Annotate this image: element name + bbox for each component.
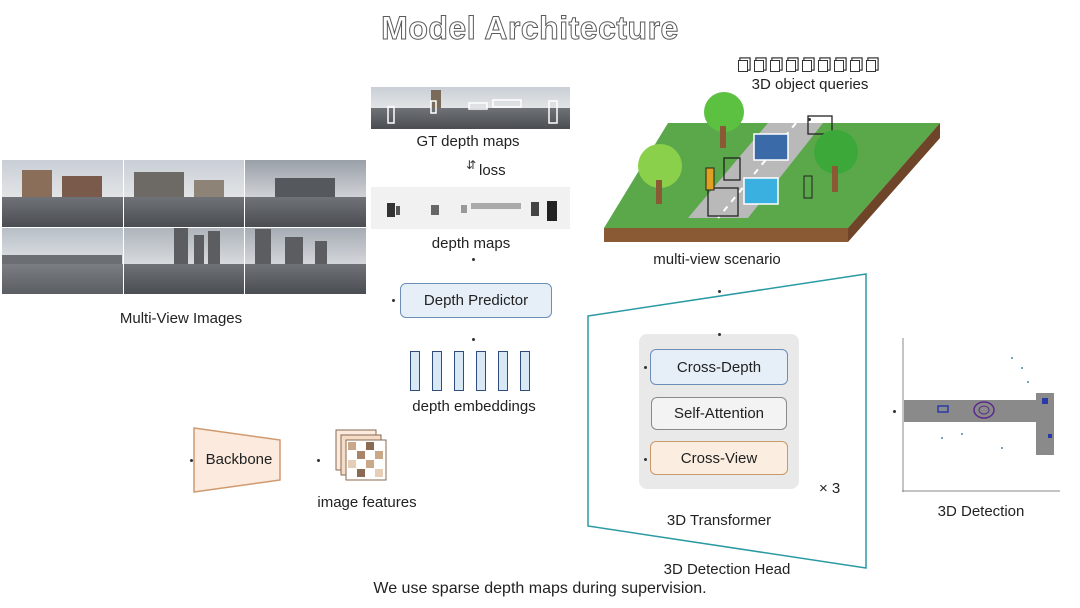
repeat-count-label: × 3 (819, 480, 841, 497)
connector-dot (644, 366, 647, 369)
cube-icon (786, 60, 796, 72)
cube-icon (770, 60, 780, 72)
connector-dot (472, 338, 475, 341)
diagram-title: Model Architecture (381, 10, 679, 47)
cross-depth-block: Cross-Depth (650, 349, 788, 385)
multi-view-images-label: Multi-View Images (119, 310, 243, 327)
connector-dot (392, 299, 395, 302)
cube-icon (802, 60, 812, 72)
image-features-icon (335, 429, 387, 481)
connector-dot (718, 290, 721, 293)
object-queries-row (738, 58, 888, 72)
depth-embeddings-stack (410, 347, 540, 393)
connector-dot (472, 258, 475, 261)
object-queries-label: 3D object queries (751, 76, 869, 93)
multi-view-images (2, 160, 366, 294)
connector-dot (644, 458, 647, 461)
depth-predictor-block: Depth Predictor (400, 283, 552, 318)
cube-icon (834, 60, 844, 72)
scenario-label: multi-view scenario (653, 251, 781, 268)
detection-label: 3D Detection (937, 503, 1025, 520)
camera-back-left (2, 227, 123, 294)
gt-depth-maps-label: GT depth maps (416, 133, 520, 150)
connector-dot (190, 459, 193, 462)
gt-depth-map-image (371, 87, 570, 129)
cube-icon (850, 60, 860, 72)
camera-front-left (2, 160, 123, 227)
cube-icon (818, 60, 828, 72)
detection-head-label: 3D Detection Head (663, 561, 791, 578)
depth-embeddings-label: depth embeddings (412, 398, 536, 415)
connector-dot (718, 333, 721, 336)
connector-dot (893, 410, 896, 413)
scenario-illustration (604, 92, 940, 242)
camera-front (123, 160, 245, 227)
depth-map-image (371, 187, 570, 229)
camera-front-right (245, 160, 366, 227)
detection-bev-plot (902, 338, 1060, 492)
transformer-label: 3D Transformer (666, 512, 772, 529)
double-arrow-icon: ⇵ (466, 158, 477, 172)
loss-label: loss (479, 162, 506, 179)
depth-maps-label: depth maps (431, 235, 511, 252)
cube-icon (754, 60, 764, 72)
camera-back-right (245, 227, 366, 294)
self-attention-block: Self-Attention (651, 397, 787, 430)
caption: We use sparse depth maps during supervis… (373, 580, 707, 597)
camera-back (123, 227, 245, 294)
cube-icon (738, 60, 748, 72)
backbone-label: Backbone (205, 451, 273, 468)
image-features-label: image features (317, 494, 417, 511)
connector-dot (317, 459, 320, 462)
cross-view-block: Cross-View (650, 441, 788, 475)
connector-dot (808, 118, 811, 121)
backbone-trapezoid (193, 427, 281, 493)
cube-icon (866, 60, 876, 72)
